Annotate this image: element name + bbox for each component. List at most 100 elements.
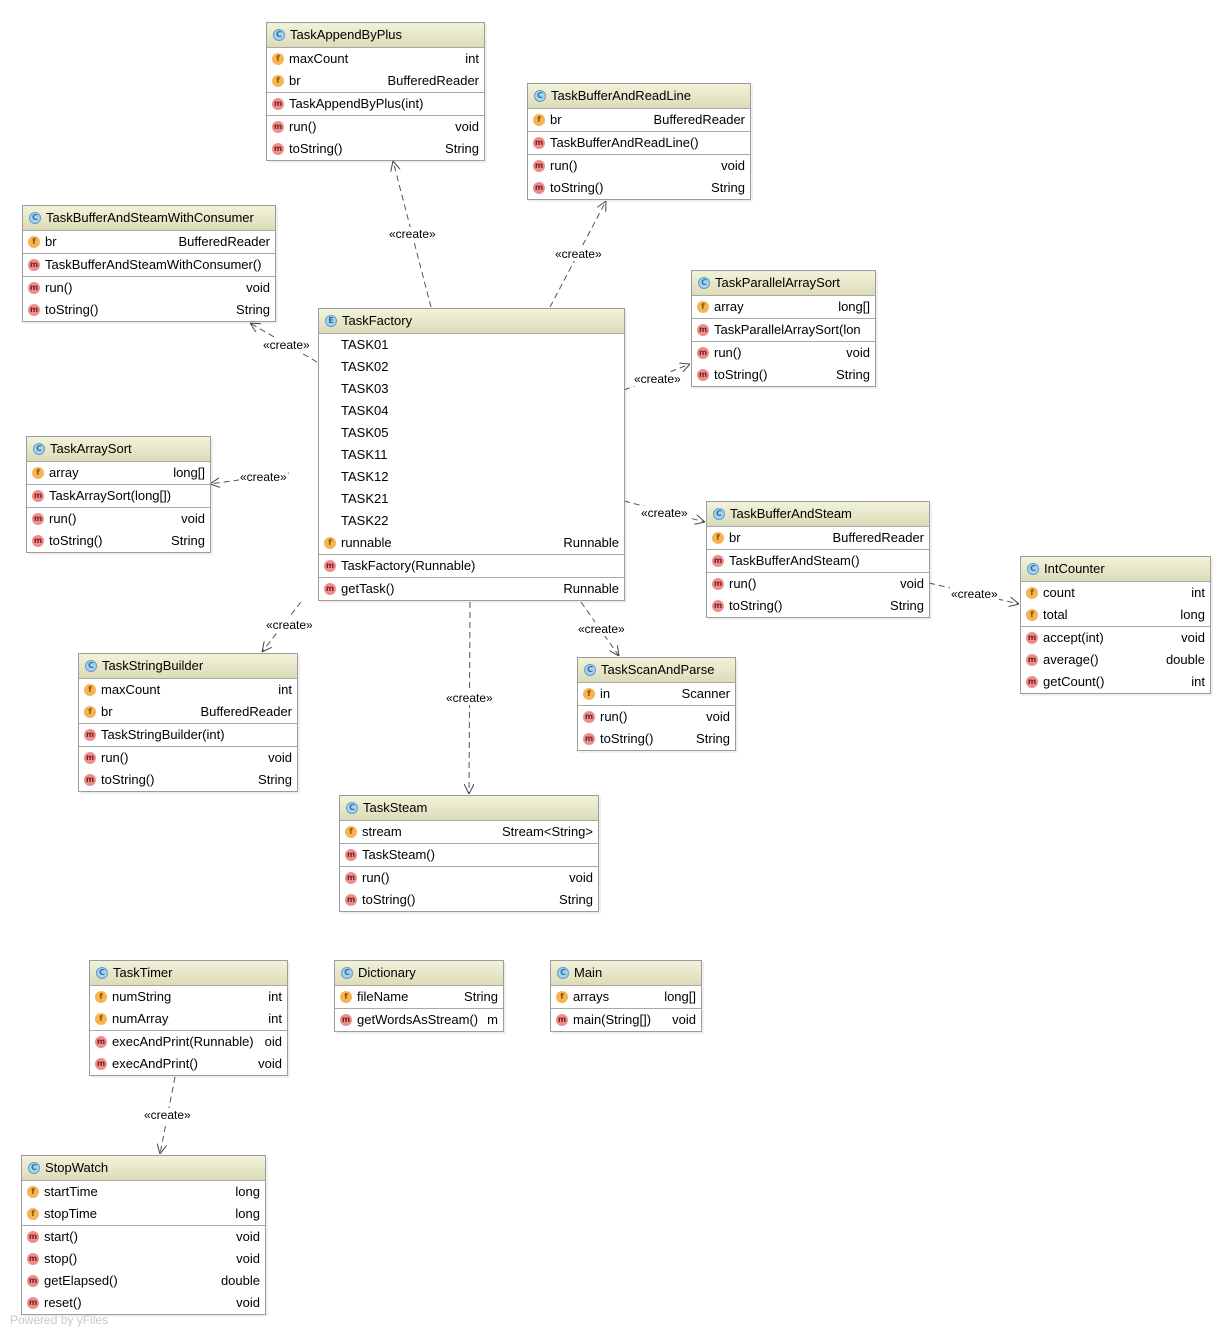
member-type: void xyxy=(236,1251,260,1266)
method-icon: m xyxy=(556,1014,568,1026)
method-icon: m xyxy=(340,1014,352,1026)
enum-constant-row[interactable]: TASK02 xyxy=(319,356,624,378)
class-name: TaskAppendByPlus xyxy=(290,27,403,42)
enum-constant-row[interactable]: TASK03 xyxy=(319,378,624,400)
member-name: TaskArraySort(long[]) xyxy=(49,488,174,503)
member-name: total xyxy=(1043,607,1070,622)
member-type: void xyxy=(1181,630,1205,645)
enum-constant-row[interactable]: TASK01 xyxy=(319,334,624,356)
member-type: long[] xyxy=(838,299,870,314)
member-name: accept(int) xyxy=(1043,630,1106,645)
class-name: TaskBufferAndSteamWithConsumer xyxy=(46,210,254,225)
member-name: TASK04 xyxy=(341,403,391,418)
enum-constant-row[interactable]: TASK11 xyxy=(319,444,624,466)
enum-constant-row[interactable]: TASK21 xyxy=(319,488,624,510)
member-name: toString() xyxy=(101,772,157,787)
member-type: void xyxy=(721,158,745,173)
enum-constant-row[interactable]: TASK05 xyxy=(319,422,624,444)
enum-constant-row[interactable]: TASK22 xyxy=(319,510,624,532)
enum-constant-row[interactable]: TASK12 xyxy=(319,466,624,488)
enum-constant-row[interactable]: TASK04 xyxy=(319,400,624,422)
member-name: TaskBufferAndSteam() xyxy=(729,553,862,568)
